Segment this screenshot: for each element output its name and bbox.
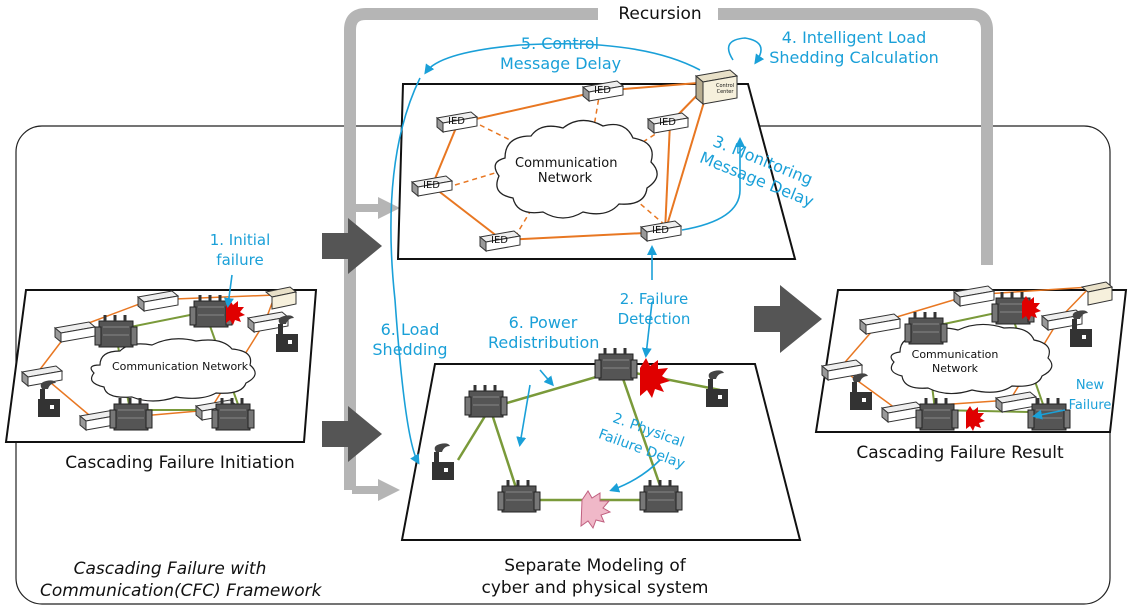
physical-plane (400, 346, 802, 541)
step2-detection-label: 2. Failure Detection (617, 290, 691, 328)
ied-label: IED (491, 235, 508, 246)
step4-label: 4. Intelligent Load Shedding Calculation (769, 28, 939, 67)
control-center-icon (264, 286, 298, 310)
init-caption: Cascading Failure Initiation (65, 453, 295, 473)
comm-cloud (494, 119, 658, 219)
recursion-label: Recursion (618, 4, 702, 24)
ied-label: IED (594, 85, 611, 96)
arrow-to-result (754, 285, 822, 353)
control-center-icon (1080, 281, 1114, 306)
arrow-to-physical (322, 406, 382, 462)
comm-network-label: Communication Network (515, 156, 618, 186)
ied-label: IED (448, 116, 465, 127)
framework-caption: Cascading Failure with Communication(CFC… (40, 559, 322, 601)
ied-label: IED (423, 180, 440, 191)
comm-network-right-label: Communication Network (911, 348, 999, 375)
annotation-arrows (223, 37, 1066, 493)
comm-network-left-label: Communication Network (111, 360, 249, 373)
step6-load-label: 6. Load Shedding (372, 320, 448, 359)
flow-arrows (322, 218, 822, 462)
step1-label: 1. Initial failure (209, 231, 271, 269)
separate-caption: Separate Modeling of cyber and physical … (481, 556, 709, 598)
new-failure-label: New Failure (1068, 378, 1112, 413)
step5-label: 5. Control Message Delay (500, 34, 622, 73)
failure-burst-icon (640, 358, 670, 398)
result-caption: Cascading Failure Result (856, 443, 1064, 463)
failure-pending-icon (580, 490, 612, 530)
init-plane (4, 286, 318, 443)
control-center-icon (694, 69, 739, 106)
ied-label: IED (659, 117, 676, 128)
arrow-to-cyber (322, 218, 382, 274)
recursion-loop (344, 4, 993, 501)
comm-cloud (90, 338, 256, 402)
cyber-plane (396, 69, 797, 260)
result-plane (814, 281, 1128, 433)
substation-icon (593, 346, 639, 382)
control-center-label: Control Center (715, 83, 735, 95)
ied-label: IED (652, 225, 669, 236)
step6-power-label: 6. Power Redistribution (488, 313, 600, 352)
